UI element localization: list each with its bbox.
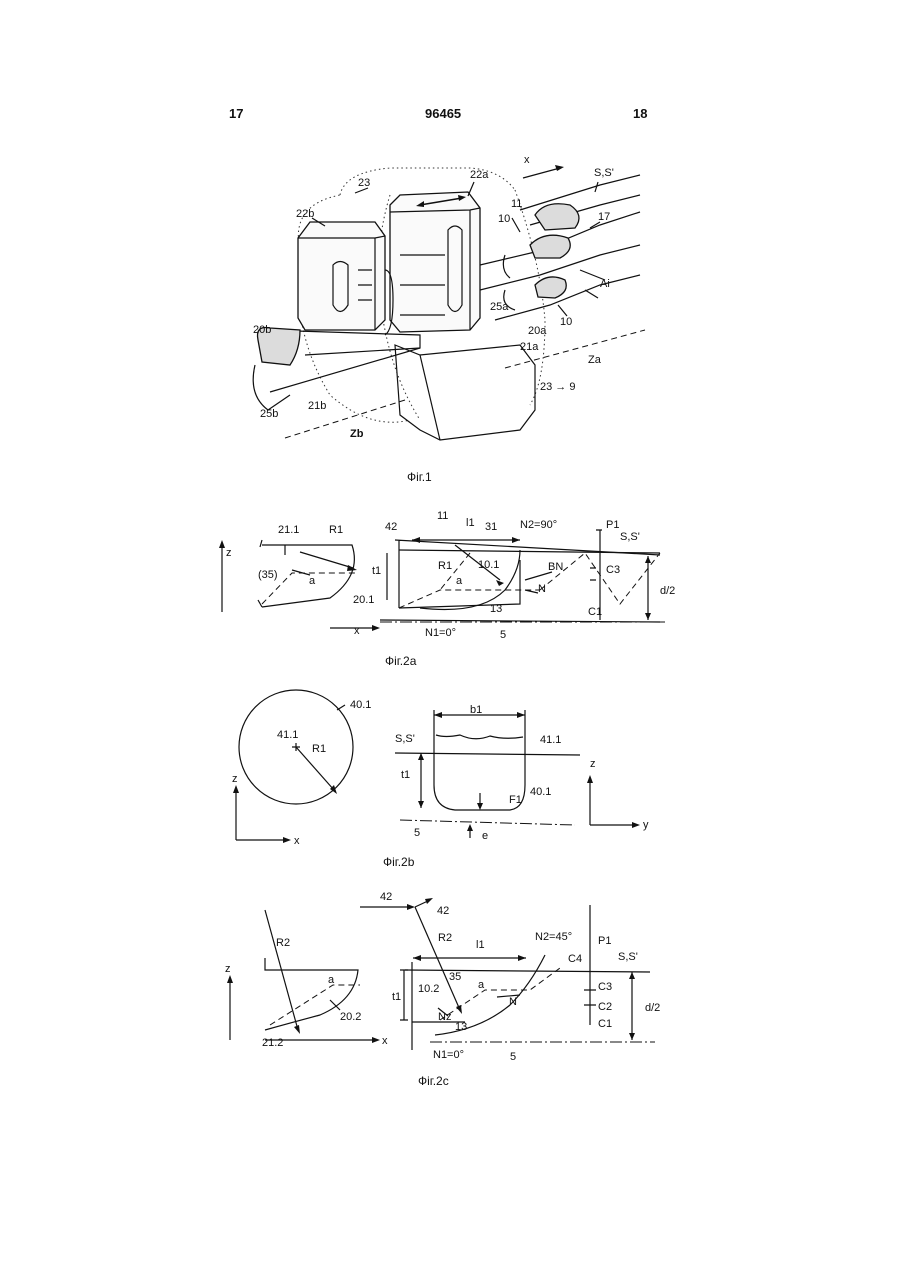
- fig1-label-21a: 21a: [520, 341, 539, 353]
- svg-text:l1: l1: [466, 517, 475, 529]
- svg-text:R2: R2: [276, 937, 290, 949]
- svg-text:31: 31: [485, 521, 497, 533]
- svg-text:C4: C4: [568, 953, 582, 965]
- svg-text:S,S': S,S': [395, 733, 415, 745]
- svg-text:z: z: [590, 758, 596, 770]
- svg-text:Nz: Nz: [438, 1011, 451, 1023]
- svg-text:N2=45°: N2=45°: [535, 931, 572, 943]
- svg-text:a: a: [328, 974, 335, 986]
- fig1-label-25a: 25a: [490, 301, 509, 313]
- svg-text:(35): (35): [258, 569, 278, 581]
- figure-2c-drawing: R2 z a 20.2 21.2 x 42 42 R2 l1 N2=45° P1…: [0, 880, 901, 1080]
- fig1-label-17: 17: [598, 211, 610, 223]
- svg-text:13: 13: [490, 603, 502, 615]
- svg-text:21.1: 21.1: [278, 524, 299, 536]
- fig1-label-20b: 20b: [253, 324, 271, 336]
- svg-text:x: x: [382, 1035, 388, 1047]
- svg-text:R1: R1: [329, 524, 343, 536]
- svg-text:N1=0°: N1=0°: [433, 1049, 464, 1061]
- svg-text:e: e: [482, 830, 488, 842]
- svg-text:11: 11: [437, 510, 448, 522]
- svg-text:C3: C3: [598, 981, 612, 993]
- svg-text:13: 13: [455, 1021, 467, 1033]
- svg-text:41.1: 41.1: [540, 734, 561, 746]
- svg-text:P1: P1: [606, 519, 619, 531]
- svg-text:C1: C1: [598, 1018, 612, 1030]
- figure-2a-drawing: z 21.1 R1 (35) a 20.1 x 11 l1 42 31 N2=9…: [0, 500, 901, 650]
- svg-text:z: z: [232, 773, 238, 785]
- figure-2c-caption: Фіг.2c: [418, 1074, 449, 1088]
- fig1-label-22b: 22b: [296, 208, 314, 220]
- svg-text:P1: P1: [598, 935, 611, 947]
- fig1-label-za: Za: [588, 354, 602, 366]
- svg-text:R1: R1: [438, 560, 452, 572]
- svg-text:y: y: [643, 819, 649, 831]
- svg-text:N1=0°: N1=0°: [425, 627, 456, 639]
- fig1-label-20a: 20a: [528, 325, 547, 337]
- fig1-label-10: 10: [498, 213, 510, 225]
- svg-text:21.2: 21.2: [262, 1037, 283, 1049]
- svg-text:40.1: 40.1: [350, 699, 371, 711]
- svg-text:z: z: [225, 963, 231, 975]
- svg-text:S,S': S,S': [620, 531, 640, 543]
- fig1-label-23-9: 23 → 9: [540, 381, 575, 393]
- svg-text:20.1: 20.1: [353, 594, 374, 606]
- svg-text:S,S': S,S': [618, 951, 638, 963]
- svg-text:F1: F1: [509, 794, 522, 806]
- svg-text:a: a: [309, 575, 316, 587]
- svg-text:z: z: [226, 547, 232, 559]
- svg-text:d/2: d/2: [645, 1002, 660, 1014]
- svg-text:a: a: [478, 979, 485, 991]
- fig1-label-22a: 22a: [470, 169, 489, 181]
- svg-text:C1: C1: [588, 606, 602, 618]
- svg-text:40.1: 40.1: [530, 786, 551, 798]
- figure-1-caption: Фіг.1: [407, 470, 432, 484]
- svg-text:20.2: 20.2: [340, 1011, 361, 1023]
- fig1-label-ai: Ai: [600, 278, 610, 290]
- svg-text:35: 35: [449, 971, 461, 983]
- svg-text:C2: C2: [598, 1001, 612, 1013]
- svg-text:R1: R1: [312, 743, 326, 755]
- fig1-label-25b: 25b: [260, 408, 278, 420]
- svg-text:l1: l1: [476, 939, 485, 951]
- svg-text:R2: R2: [438, 932, 452, 944]
- fig1-label-23: 23: [358, 177, 370, 189]
- svg-text:N: N: [509, 996, 517, 1008]
- svg-text:42: 42: [380, 891, 392, 903]
- svg-text:5: 5: [510, 1051, 516, 1063]
- svg-text:10.2: 10.2: [418, 983, 439, 995]
- fig1-label-x: x: [524, 154, 530, 166]
- svg-text:a: a: [456, 575, 463, 587]
- svg-text:x: x: [294, 835, 300, 847]
- svg-text:10.1: 10.1: [478, 559, 499, 571]
- svg-text:5: 5: [500, 629, 506, 641]
- fig1-label-11: 11: [511, 198, 522, 210]
- svg-text:41.1: 41.1: [277, 729, 298, 741]
- svg-text:42: 42: [437, 905, 449, 917]
- svg-text:d/2: d/2: [660, 585, 675, 597]
- fig1-label-ss: S,S': [594, 167, 614, 179]
- svg-text:N: N: [538, 583, 546, 595]
- svg-text:42: 42: [385, 521, 397, 533]
- svg-text:N2=90°: N2=90°: [520, 519, 557, 531]
- svg-text:t1: t1: [392, 991, 401, 1003]
- figure-2b-caption: Фіг.2b: [383, 855, 414, 869]
- figure-1-drawing: 23 22a x S,S' 22b 11 10 17 Ai 25a 20a 10…: [0, 0, 901, 460]
- fig1-label-10b: 10: [560, 316, 572, 328]
- svg-text:x: x: [354, 625, 360, 637]
- fig1-label-zb: Zb: [350, 428, 364, 440]
- svg-text:C3: C3: [606, 564, 620, 576]
- svg-text:t1: t1: [401, 769, 410, 781]
- svg-text:5: 5: [414, 827, 420, 839]
- fig1-label-21b: 21b: [308, 400, 326, 412]
- figure-2a-caption: Фіг.2a: [385, 654, 416, 668]
- figure-2b-drawing: 40.1 41.1 R1 z x b1 S,S' 41.1 z t1 40.1 …: [0, 690, 901, 850]
- svg-text:BN: BN: [548, 561, 563, 573]
- svg-text:b1: b1: [470, 704, 482, 716]
- svg-text:t1: t1: [372, 565, 381, 577]
